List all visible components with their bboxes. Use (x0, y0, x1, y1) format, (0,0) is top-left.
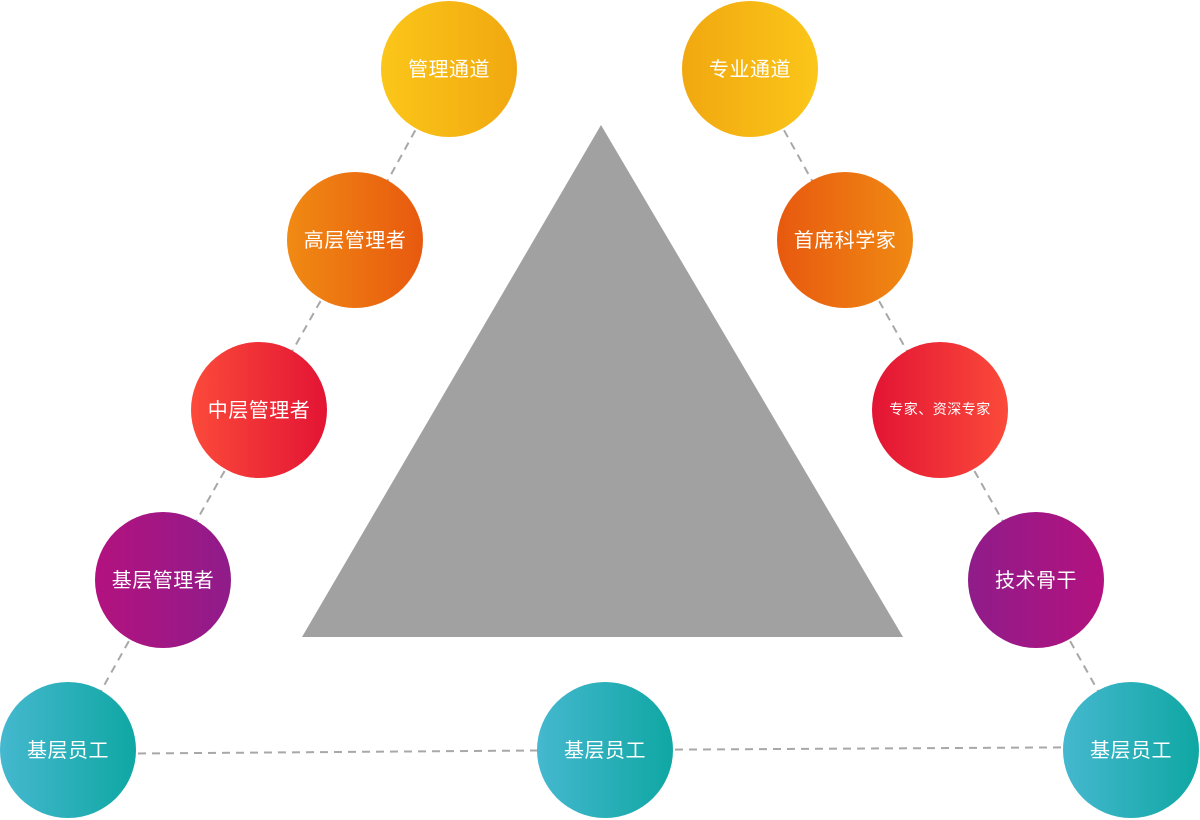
node-base-employee-center: 基层员工 (537, 682, 673, 818)
node-middle-manager: 中层管理者 (191, 342, 327, 478)
node-label: 技术骨干 (995, 568, 1077, 592)
node-junior-manager: 基层管理者 (95, 512, 231, 648)
node-base-employee-left: 基层员工 (0, 682, 136, 818)
node-label: 首席科学家 (793, 228, 897, 252)
node-label: 基层员工 (1090, 738, 1172, 762)
node-tech-backbone: 技术骨干 (968, 512, 1104, 648)
center-triangle (302, 125, 903, 637)
connector-base-left (67, 749, 606, 755)
node-label: 专家、资深专家 (889, 401, 991, 418)
node-label: 专业通道 (709, 57, 791, 81)
node-management-channel: 管理通道 (381, 1, 517, 137)
node-expert: 专家、资深专家 (872, 342, 1008, 478)
node-professional-channel: 专业通道 (682, 1, 818, 137)
node-chief-scientist: 首席科学家 (777, 172, 913, 308)
node-label: 高层管理者 (303, 228, 407, 252)
node-label: 基层员工 (564, 738, 646, 762)
connector-base-right (604, 746, 1132, 751)
node-label: 基层员工 (27, 738, 109, 762)
node-base-employee-right: 基层员工 (1063, 682, 1199, 818)
node-senior-manager: 高层管理者 (287, 172, 423, 308)
node-label: 中层管理者 (207, 398, 311, 422)
node-label: 基层管理者 (111, 568, 215, 592)
node-label: 管理通道 (408, 57, 490, 81)
